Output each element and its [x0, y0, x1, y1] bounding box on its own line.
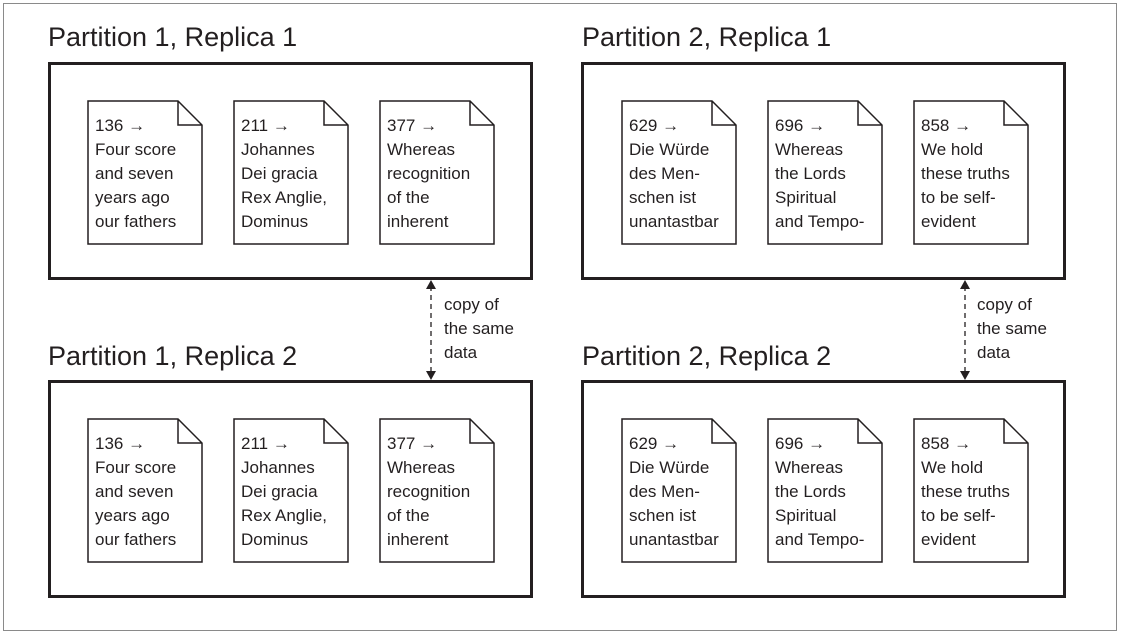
document-icon: [87, 418, 203, 563]
document-icon: [379, 100, 495, 245]
document-icon: [767, 100, 883, 245]
document-key: 629: [629, 434, 658, 453]
arrow-glyph: →: [808, 116, 826, 135]
arrow-glyph: →: [662, 116, 680, 135]
document-icon: [913, 418, 1029, 563]
document-text: Whereas the Lords Spiritual and Tempo-: [775, 140, 865, 231]
figure-frame: [3, 3, 1117, 631]
document-text: Four score and seven years ago our fathe…: [95, 140, 177, 231]
partition-title: Partition 1, Replica 1: [48, 22, 298, 52]
arrow-glyph: →: [954, 434, 972, 453]
document-icon: [233, 418, 349, 563]
arrow-glyph: →: [420, 116, 438, 135]
document-key: 858: [921, 116, 950, 135]
arrow-glyph: →: [128, 116, 146, 135]
document: 629 → Die Würde des Men- schen ist unant…: [621, 100, 737, 245]
document: 377 → Whereas recognition of the inheren…: [379, 418, 495, 563]
document-key: 211: [241, 434, 269, 453]
document-icon: [621, 100, 737, 245]
document-key: 696: [775, 434, 804, 453]
document: 858 → We hold these truths to be self- e…: [913, 100, 1029, 245]
partition-box: 136 → Four score and seven years ago our…: [48, 380, 533, 598]
document-key: 377: [387, 116, 416, 135]
document: 211 → Johannes Dei gracia Rex Anglie, Do…: [233, 100, 349, 245]
partition-title: Partition 2, Replica 2: [582, 341, 832, 371]
document-key: 136: [95, 434, 124, 453]
arrow-glyph: →: [272, 434, 290, 453]
replication-arrow: [959, 280, 971, 380]
partition-title: Partition 2, Replica 1: [582, 22, 832, 52]
partition-box: 136 → Four score and seven years ago our…: [48, 62, 533, 280]
replication-label: copy of the same data: [977, 295, 1047, 362]
document-text: Die Würde des Men- schen ist unantastbar: [629, 140, 719, 231]
partition-box: 629 → Die Würde des Men- schen ist unant…: [581, 380, 1066, 598]
document-text: Four score and seven years ago our fathe…: [95, 458, 177, 549]
document: 858 → We hold these truths to be self- e…: [913, 418, 1029, 563]
document-key: 136: [95, 116, 124, 135]
replication-arrow: [425, 280, 437, 380]
double-arrow-icon: [426, 280, 436, 380]
document: 696 → Whereas the Lords Spiritual and Te…: [767, 100, 883, 245]
document: 211 → Johannes Dei gracia Rex Anglie, Do…: [233, 418, 349, 563]
document-key: 377: [387, 434, 416, 453]
arrow-glyph: →: [128, 434, 146, 453]
document-key: 629: [629, 116, 658, 135]
document-icon: [767, 418, 883, 563]
document: 377 → Whereas recognition of the inheren…: [379, 100, 495, 245]
document-text: Whereas recognition of the inherent: [387, 140, 471, 231]
partition-box: 629 → Die Würde des Men- schen ist unant…: [581, 62, 1066, 280]
arrow-glyph: →: [954, 116, 972, 135]
arrow-glyph: →: [808, 434, 826, 453]
replication-label: copy of the same data: [444, 295, 514, 362]
document: 696 → Whereas the Lords Spiritual and Te…: [767, 418, 883, 563]
document-icon: [621, 418, 737, 563]
document: 136 → Four score and seven years ago our…: [87, 100, 203, 245]
document-icon: [233, 100, 349, 245]
arrow-glyph: →: [662, 434, 680, 453]
document-key: 211: [241, 116, 269, 135]
document: 136 → Four score and seven years ago our…: [87, 418, 203, 563]
document-text: We hold these truths to be self- evident: [921, 458, 1010, 549]
document-icon: [913, 100, 1029, 245]
document-key: 696: [775, 116, 804, 135]
document: 629 → Die Würde des Men- schen ist unant…: [621, 418, 737, 563]
document-text: Die Würde des Men- schen ist unantastbar: [629, 458, 719, 549]
document-text: Johannes Dei gracia Rex Anglie, Dominus: [241, 458, 327, 549]
document-text: Whereas recognition of the inherent: [387, 458, 471, 549]
document-text: Whereas the Lords Spiritual and Tempo-: [775, 458, 865, 549]
document-icon: [379, 418, 495, 563]
document-key: 858: [921, 434, 950, 453]
arrow-glyph: →: [420, 434, 438, 453]
document-text: We hold these truths to be self- evident: [921, 140, 1010, 231]
document-text: Johannes Dei gracia Rex Anglie, Dominus: [241, 140, 327, 231]
double-arrow-icon: [960, 280, 970, 380]
partition-title: Partition 1, Replica 2: [48, 341, 298, 371]
document-icon: [87, 100, 203, 245]
arrow-glyph: →: [272, 116, 290, 135]
